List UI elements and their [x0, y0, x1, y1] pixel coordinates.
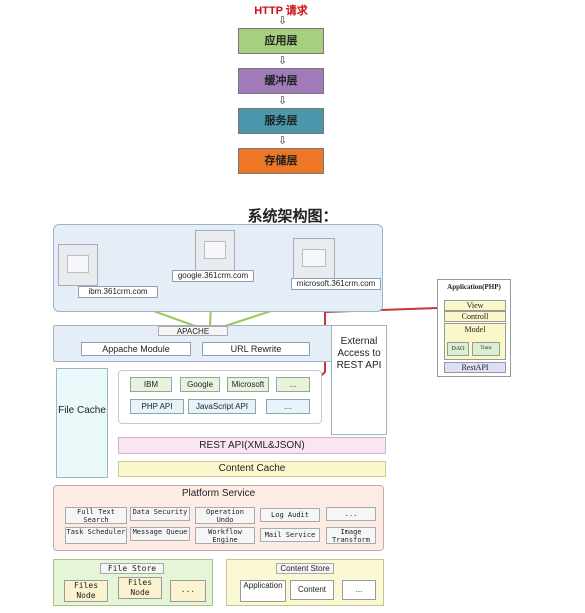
service-mail: Mail Service	[260, 528, 320, 542]
rest-api-bar: REST API(XML&JSON)	[118, 437, 386, 454]
server-microsoft: microsoft.361crm.com	[291, 278, 381, 290]
service-full-text-search: Full Text Search	[65, 507, 127, 524]
api-php: PHP API	[130, 399, 184, 414]
service-operation-undo: Operation Undo	[195, 507, 255, 524]
apache-module: Appache Module	[81, 342, 191, 356]
server-screen-icon	[293, 238, 335, 280]
down-arrow-icon: ⇩	[278, 95, 288, 107]
diagram-title: 系统架构图：	[247, 208, 338, 225]
file-node: Files Node	[118, 577, 162, 599]
php-view: View	[444, 300, 506, 311]
server-screen-icon	[58, 244, 98, 286]
external-access-box: External Access to REST API	[331, 325, 387, 435]
application-php-title: Application(PHP)	[447, 283, 501, 291]
file-node: Files Node	[64, 580, 108, 602]
api-javascript: JavaScript API	[188, 399, 256, 414]
api-more: ...	[276, 377, 310, 392]
http-request-label: HTTP 请求	[254, 5, 308, 17]
server-screen-icon	[195, 230, 235, 272]
api-google: Google	[180, 377, 220, 392]
service-task-scheduler: Task Scheduler	[65, 527, 127, 544]
down-arrow-icon: ⇩	[278, 15, 288, 27]
service-more: ...	[326, 507, 376, 521]
content-cache-bar: Content Cache	[118, 461, 386, 477]
platform-service-title: Platform Service	[181, 488, 256, 499]
service-data-security: Data Security	[130, 507, 190, 521]
layer-storage: 存储层	[238, 148, 324, 174]
file-cache: File Cache	[56, 368, 108, 478]
layer-cache: 缓冲层	[238, 68, 324, 94]
layer-application: 应用层	[238, 28, 324, 54]
service-message-queue: Message Queue	[130, 527, 190, 541]
api-microsoft: Microsoft	[227, 377, 269, 392]
content-store-content: Content	[290, 580, 334, 600]
layer-service: 服务层	[238, 108, 324, 134]
apache-title: APACHE	[158, 326, 228, 336]
php-dao: DAO	[447, 342, 469, 356]
service-workflow-engine: Workflow Engine	[195, 527, 255, 544]
php-trans: Trans	[472, 342, 500, 356]
content-store-title: Content Store	[276, 563, 334, 574]
php-rest-api: RestAPI	[444, 362, 506, 373]
server-google: google.361crm.com	[172, 270, 254, 282]
api-more-2: ...	[266, 399, 310, 414]
server-ibm: ibm.361crm.com	[78, 286, 158, 298]
down-arrow-icon: ⇩	[278, 55, 288, 67]
api-ibm: IBM	[130, 377, 172, 392]
content-store-application: Application	[240, 580, 286, 602]
file-store-title: File Store	[100, 563, 164, 574]
content-store-more: ...	[342, 580, 376, 600]
down-arrow-icon: ⇩	[278, 135, 288, 147]
url-rewrite: URL Rewrite	[202, 342, 310, 356]
file-node-more: ...	[170, 580, 206, 602]
service-image-transform: Image Transform	[326, 527, 376, 544]
php-controller: Controll	[444, 311, 506, 322]
service-log-audit: Log Audit	[260, 508, 320, 522]
